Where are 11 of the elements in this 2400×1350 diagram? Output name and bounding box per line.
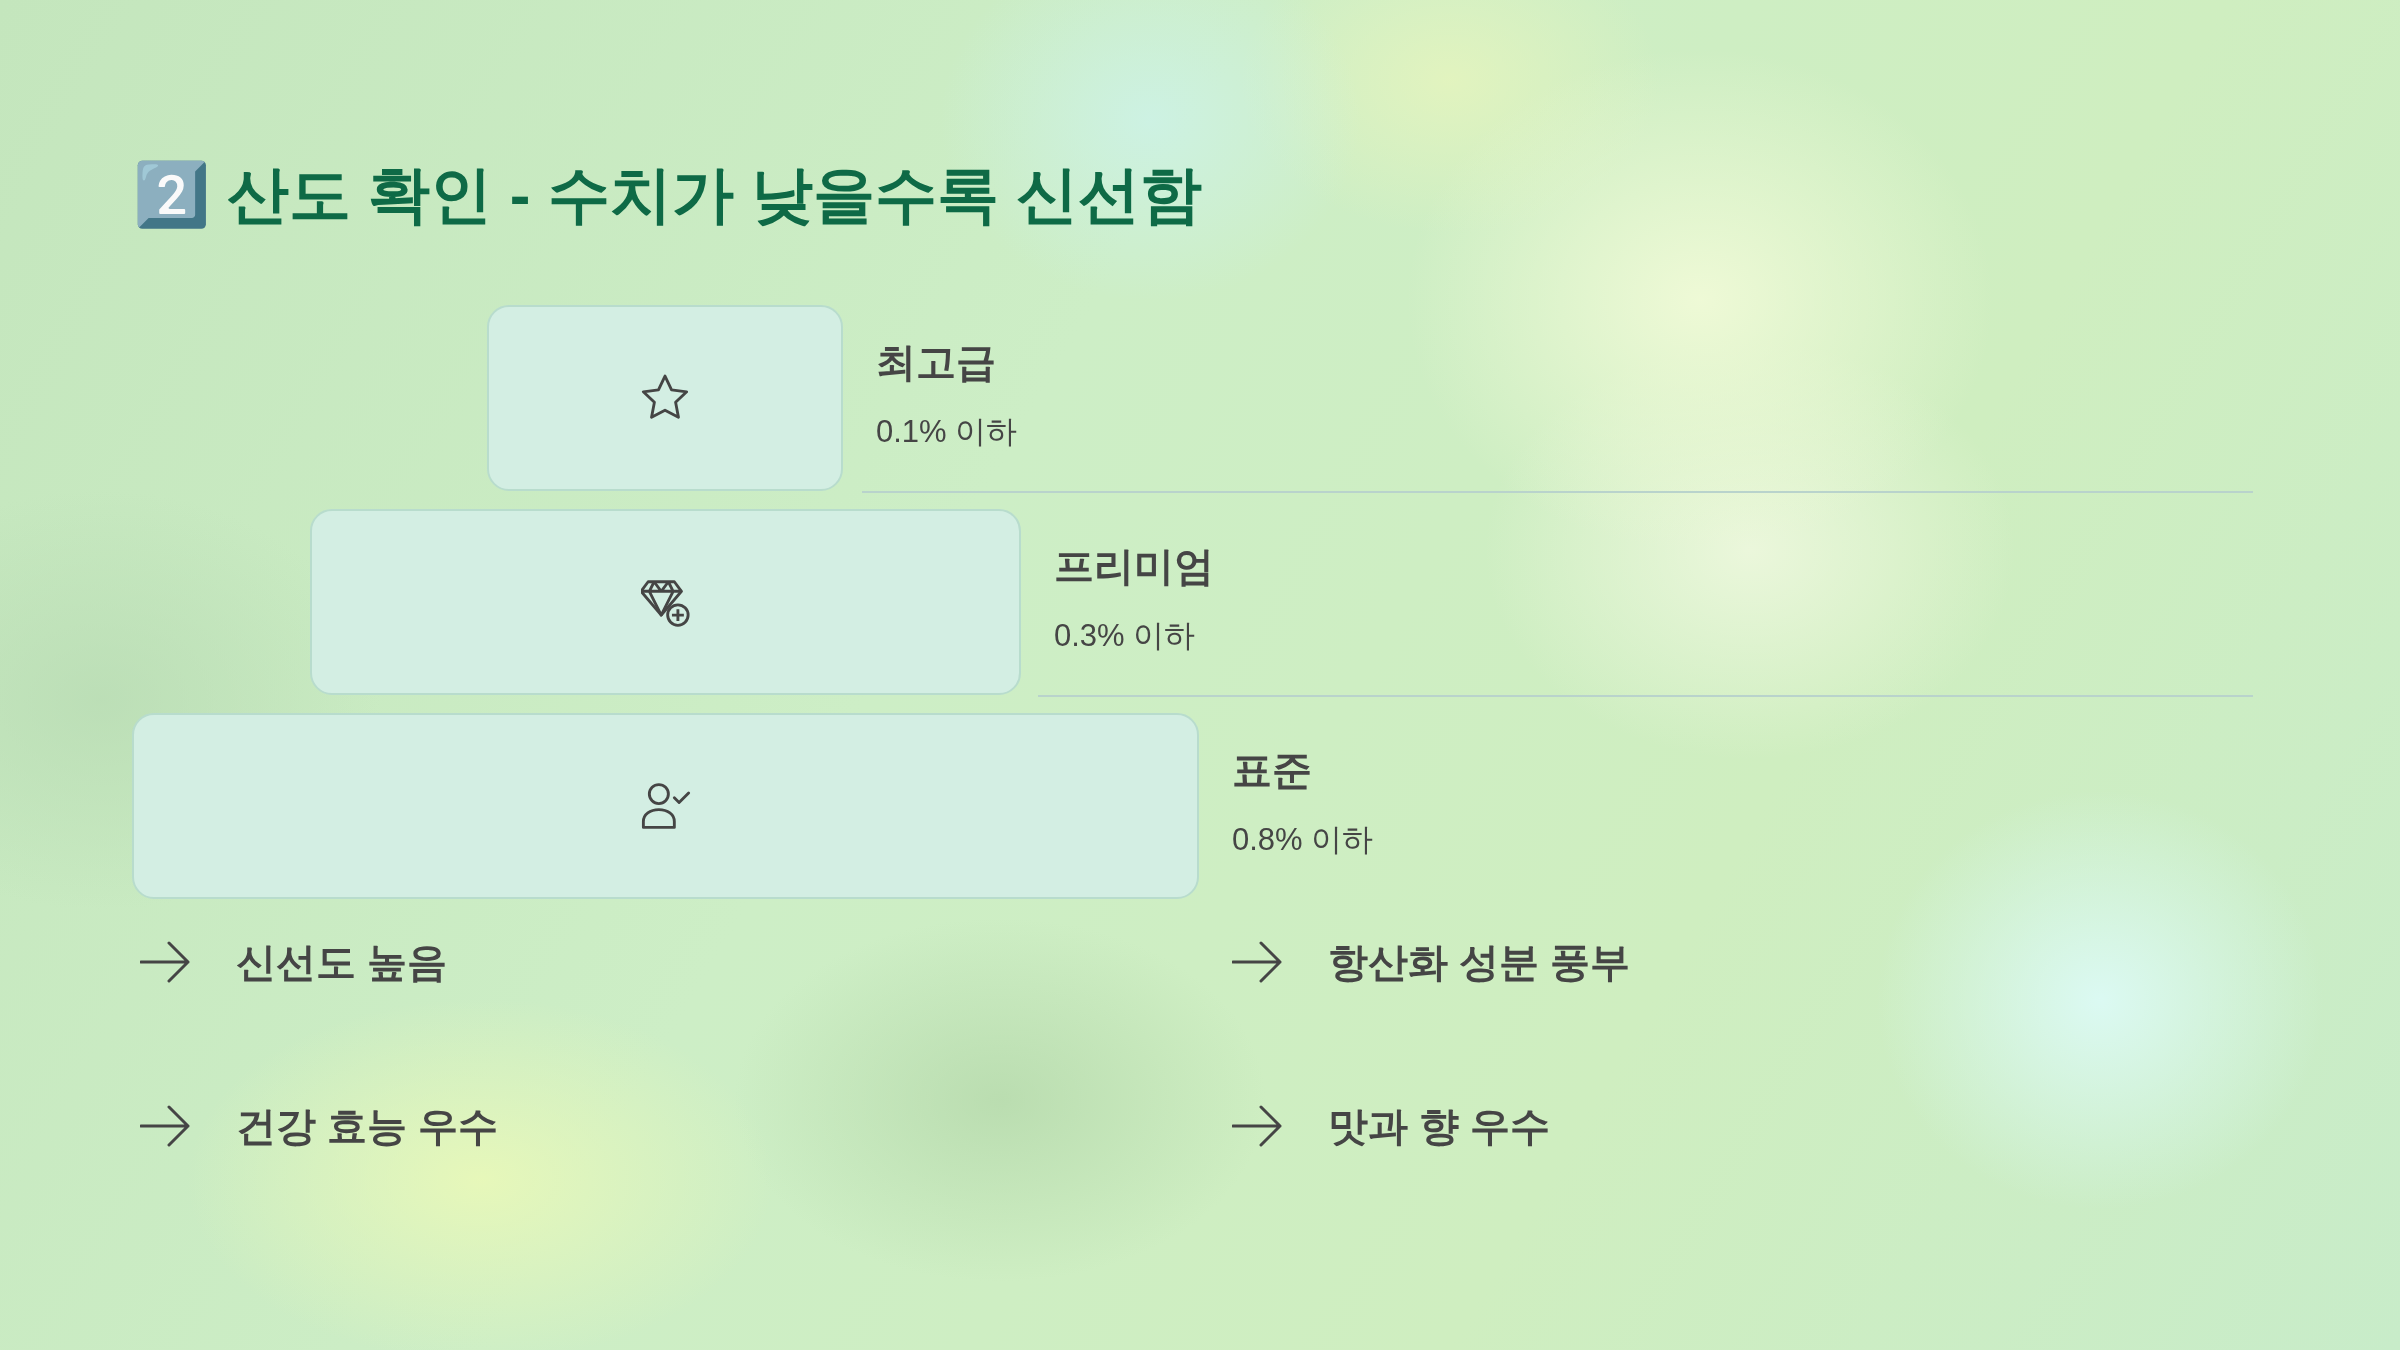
benefit-text: 건강 효능 우수 xyxy=(236,1103,499,1150)
acidity-value: 0.8% 이하 xyxy=(1232,821,1374,859)
tier-heading: 최고급 xyxy=(876,339,996,386)
tier-heading: 표준 xyxy=(1232,747,1312,794)
benefit-text: 신선도 높음 xyxy=(236,939,448,986)
acidity-value: 0.3% 이하 xyxy=(1054,617,1196,655)
slide-title: 2⃣ 산도 확인 - 수치가 낮을수록 신선함 xyxy=(133,159,1202,231)
benefit-text: 맛과 향 우수 xyxy=(1328,1103,1551,1150)
acidity-value: 0.1% 이하 xyxy=(876,413,1018,451)
benefit-text: 항산화 성분 풍부 xyxy=(1328,939,1631,986)
tier-heading: 프리미엄 xyxy=(1054,543,1214,590)
